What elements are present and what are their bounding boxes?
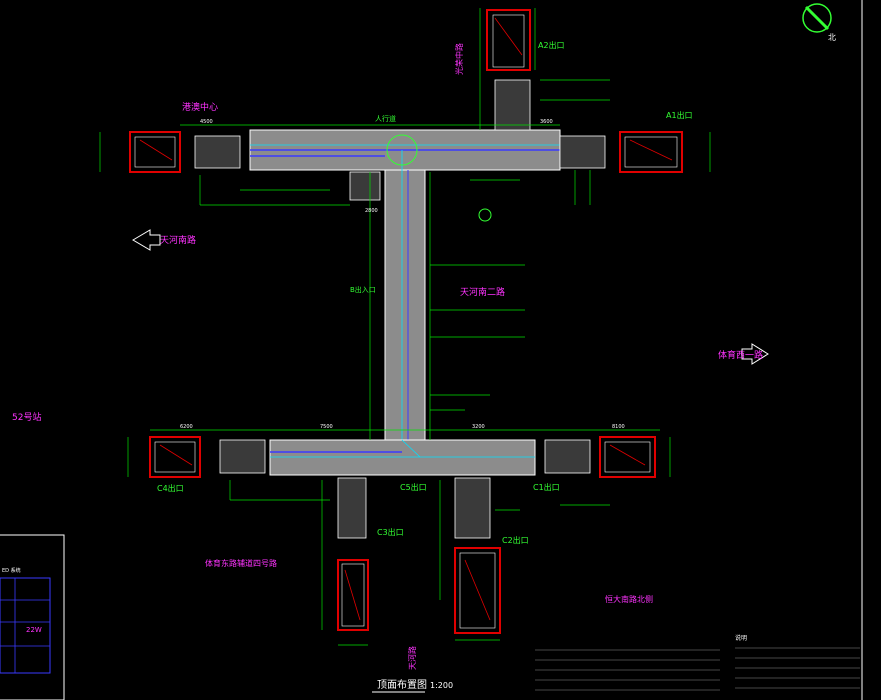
dim-label-4: 3200 xyxy=(472,424,485,430)
west-direction-label: 天河南路 xyxy=(160,234,196,246)
dim-label-5: 2800 xyxy=(365,208,378,214)
notes-block: 说明 xyxy=(535,634,860,691)
plan-title: 顶面布置图 xyxy=(377,679,427,691)
east-direction-label: 体育西一路 xyxy=(718,349,763,361)
exit-a2-label: A2出口 xyxy=(538,40,565,50)
exit-a1-enclosure xyxy=(619,131,683,173)
exit-a2-enclosure xyxy=(486,9,531,71)
corridor-vertical xyxy=(384,150,426,455)
exit-c5-label: C5出口 xyxy=(400,482,427,492)
bottom-right-road-label: 恒大南路北侧 xyxy=(605,594,653,604)
platform-blocks xyxy=(194,79,606,539)
legend-value: 22W xyxy=(26,626,42,634)
legend-header: ED 系统 xyxy=(2,567,21,574)
exit-c4-label: C4出口 xyxy=(157,483,184,493)
left-top-label: 港澳中心 xyxy=(182,101,218,113)
dim-label-1: 4500 xyxy=(200,119,213,125)
road-mid-label: 人行道 xyxy=(375,114,396,123)
north-road-label: 光荣中路 xyxy=(454,43,464,75)
dimension-lines xyxy=(99,8,711,646)
center-road-label: 天河南二路 xyxy=(460,286,505,298)
road-b-label: B出入口 xyxy=(350,285,376,294)
plan-scale: 1:200 xyxy=(430,681,453,690)
exit-c4-enclosure xyxy=(149,436,201,478)
exit-c3-enclosure xyxy=(337,559,369,631)
exit-c1-enclosure xyxy=(599,436,656,478)
corridor-bottom xyxy=(269,439,536,476)
exit-c2-enclosure xyxy=(454,547,501,634)
center-markers xyxy=(386,134,492,222)
west-arrow-icon xyxy=(132,229,161,251)
north-arrow-icon: 北 xyxy=(802,3,836,42)
north-label: 北 xyxy=(828,33,836,42)
legend-table: ED 系统 22W xyxy=(0,534,65,700)
dim-label-7: 8100 xyxy=(612,424,625,430)
bottom-left-road-label: 体育东路辅道四号路 xyxy=(205,558,277,568)
notes-title: 说明 xyxy=(735,634,747,642)
station-52-label: 52号站 xyxy=(12,411,41,423)
corridor-top xyxy=(249,129,561,171)
dim-label-2: 3600 xyxy=(540,119,553,125)
exit-a1-label: A1出口 xyxy=(666,110,693,120)
bottom-center-road-label: 天河路 xyxy=(407,646,417,670)
dim-label-6: 6200 xyxy=(180,424,193,430)
dim-label-3: 7500 xyxy=(320,424,333,430)
exit-c2-label: C2出口 xyxy=(502,535,529,545)
east-arrow-icon xyxy=(741,343,769,365)
exit-c3-label: C3出口 xyxy=(377,527,404,537)
exit-west-top-enclosure xyxy=(129,131,181,173)
exit-c1-label: C1出口 xyxy=(533,482,560,492)
